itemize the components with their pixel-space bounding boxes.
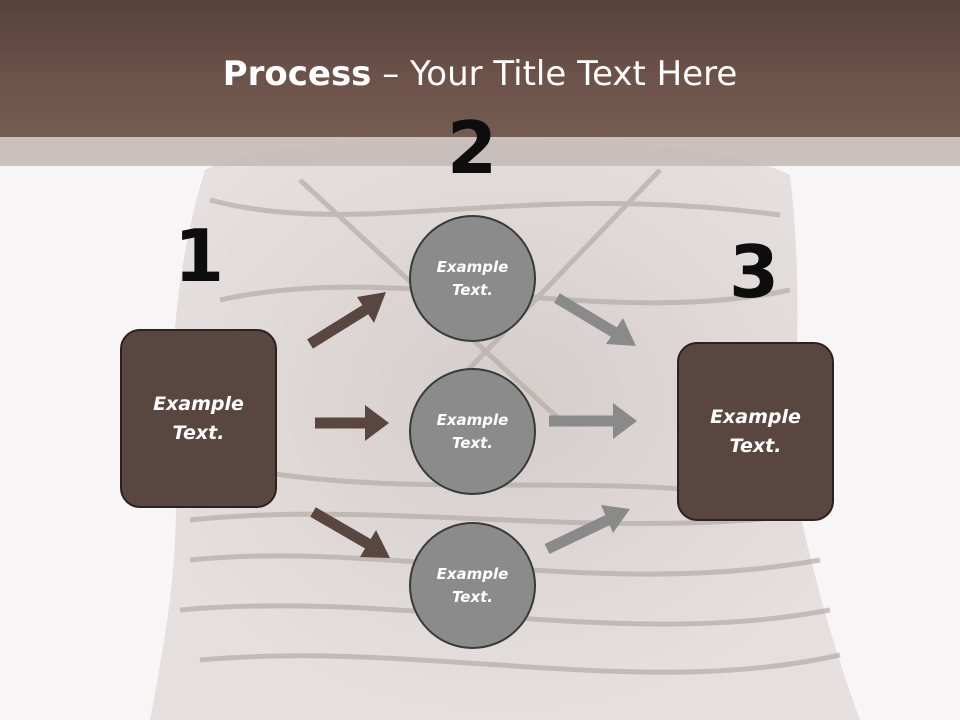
step-number-1: 1 xyxy=(173,214,225,298)
circle-bottom-text: Example Text. xyxy=(436,564,509,606)
right-text-box: Example Text. xyxy=(677,342,834,521)
step-number-3: 3 xyxy=(728,230,780,314)
left-text-box: Example Text. xyxy=(120,329,277,508)
left-box-text: Example Text. xyxy=(153,392,244,444)
circle-top: Example Text. xyxy=(409,215,536,342)
circle-middle-text: Example Text. xyxy=(436,410,509,452)
title-bold: Process xyxy=(222,54,372,94)
circle-bottom: Example Text. xyxy=(409,522,536,649)
circle-middle: Example Text. xyxy=(409,368,536,495)
title-band xyxy=(0,0,960,137)
right-box-text: Example Text. xyxy=(710,405,801,457)
title-rest: – Your Title Text Here xyxy=(371,54,738,94)
slide-title: Process – Your Title Text Here xyxy=(0,52,960,96)
step-number-2: 2 xyxy=(446,106,498,190)
circle-top-text: Example Text. xyxy=(436,257,509,299)
title-strip xyxy=(0,137,960,166)
